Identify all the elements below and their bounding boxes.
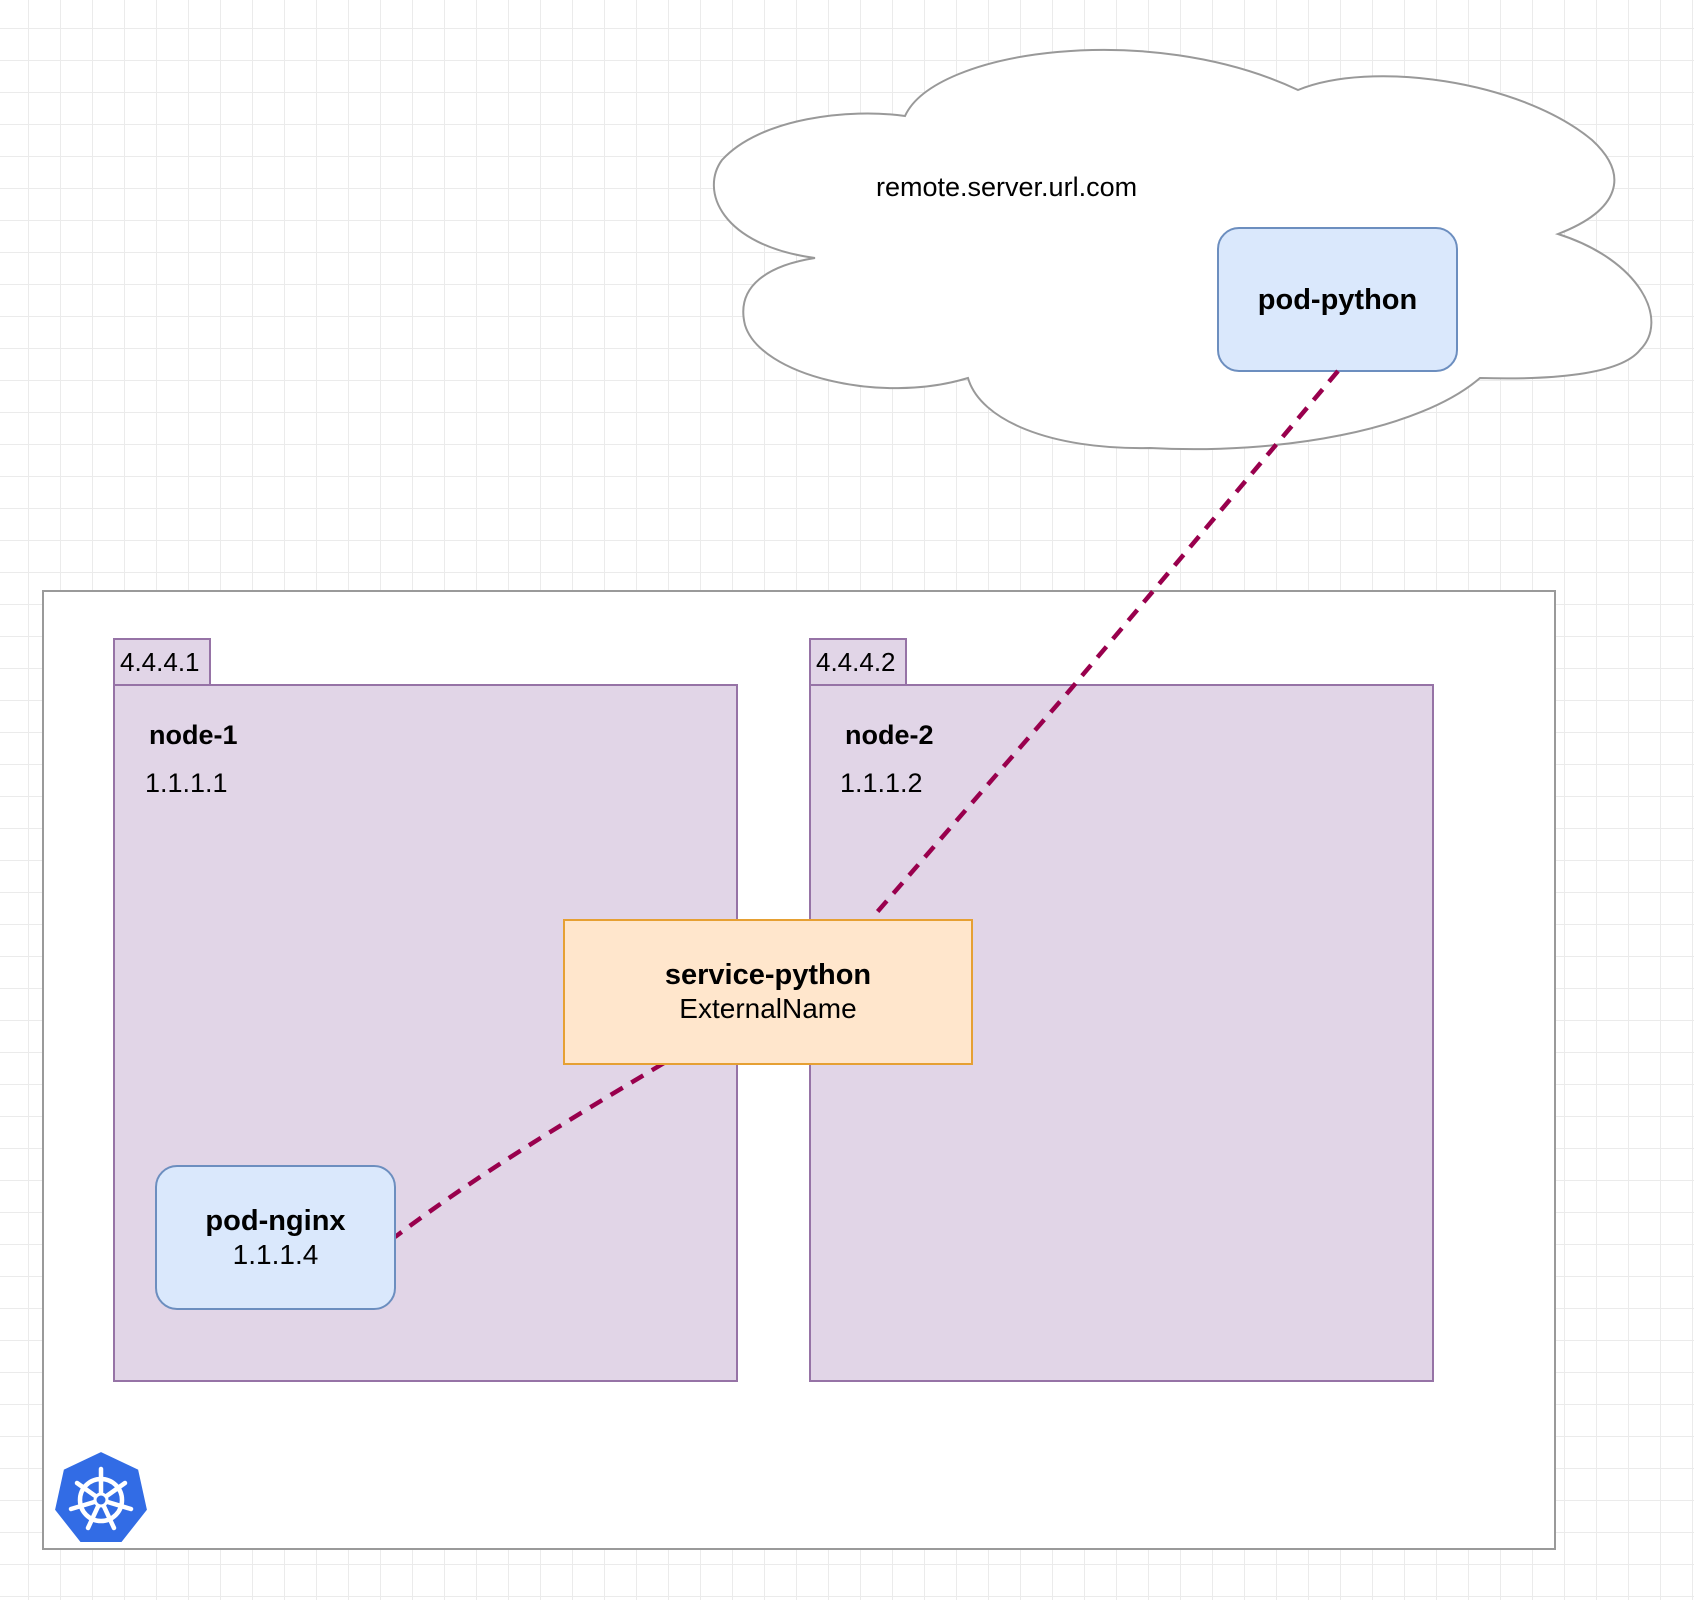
connector-service-to-pod-nginx [393,1061,666,1239]
service-type: ExternalName [679,993,857,1024]
pod-nginx[interactable]: pod-nginx 1.1.1.4 [155,1165,396,1310]
node-2-tab-label: 4.4.4.2 [816,647,896,677]
kubernetes-helm-wheel-icon [52,1449,150,1544]
node-1-ip: 1.1.1.1 [145,768,228,798]
node-2-ip: 1.1.1.2 [840,768,923,798]
pod-python-name: pod-python [1257,283,1418,316]
node-2-name: node-2 [845,720,934,750]
node-1-tab-label: 4.4.4.1 [120,647,200,677]
node-1-name: node-1 [149,720,238,750]
pod-nginx-ip: 1.1.1.4 [232,1238,319,1270]
pod-nginx-name: pod-nginx [205,1204,346,1237]
service-name: service-python [664,959,872,991]
connector-service-to-pod-python [870,369,1340,920]
cloud-label: remote.server.url.com [876,172,1138,202]
node-1-tab: 4.4.4.1 [113,638,211,686]
service-python[interactable]: service-python ExternalName [563,919,973,1065]
pod-python[interactable]: pod-python [1217,227,1458,372]
